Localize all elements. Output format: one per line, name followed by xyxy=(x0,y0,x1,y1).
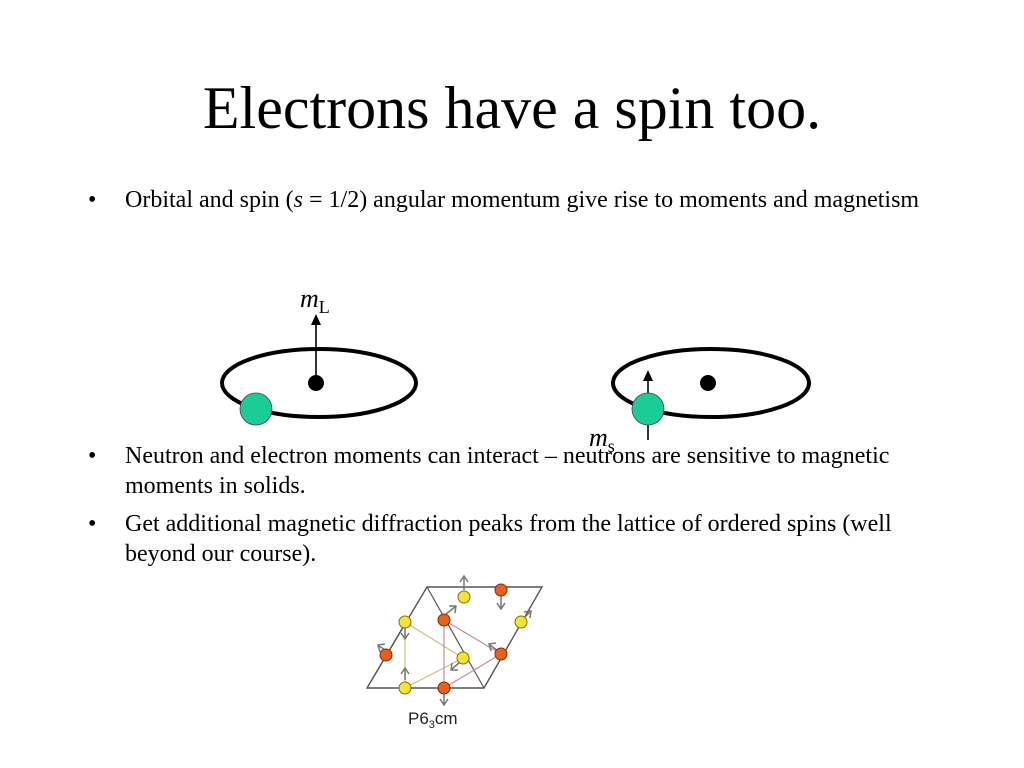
spin-arrow-icon xyxy=(400,628,410,641)
spin-moment-symbol: m xyxy=(589,423,608,452)
spin-arrow-icon xyxy=(445,605,457,615)
bond-line xyxy=(443,653,502,689)
bond-line xyxy=(404,657,464,689)
bullet-marker: • xyxy=(88,511,97,537)
magnetic-lattice-figure: P63cm xyxy=(365,574,544,731)
caption-main: P6 xyxy=(408,709,429,728)
orbital-arrowhead-icon xyxy=(311,314,321,325)
atom-orange xyxy=(379,648,393,662)
bullet-marker: • xyxy=(88,443,97,469)
atom-orange xyxy=(437,681,451,695)
spin-arrow-icon xyxy=(439,694,449,707)
bullet-magnetic-diffraction: • Get additional magnetic diffraction pe… xyxy=(88,509,948,569)
spin-site xyxy=(457,574,471,604)
electron-left xyxy=(239,392,273,426)
orbit-left xyxy=(220,347,418,419)
caption-subscript: 3 xyxy=(429,719,435,731)
spin-arrowhead-icon xyxy=(643,370,653,381)
atom-yellow xyxy=(456,651,470,665)
spin-site xyxy=(398,666,412,695)
orbital-moment-label: mL xyxy=(300,284,330,317)
space-group-caption: P63cm xyxy=(408,709,458,731)
nucleus-left xyxy=(308,375,324,391)
orbital-moment-subscript: L xyxy=(319,297,330,317)
atom-orange xyxy=(437,613,451,627)
spin-site xyxy=(437,681,451,707)
slide-title: Electrons have a spin too. xyxy=(202,75,822,141)
bullet-neutron-interaction: • Neutron and electron moments can inter… xyxy=(88,441,948,501)
spin-arrow-icon xyxy=(450,661,461,671)
bullet-text: Neutron and electron moments can interac… xyxy=(125,443,890,499)
orbit-right xyxy=(611,347,811,419)
spin-site xyxy=(450,651,470,671)
spin-arrow-icon xyxy=(496,596,506,611)
spin-site xyxy=(377,643,393,662)
spin-site xyxy=(398,615,412,641)
atom-orange xyxy=(494,583,508,597)
caption-end: cm xyxy=(435,709,458,728)
atom-yellow xyxy=(514,615,528,629)
bond-line xyxy=(404,621,464,659)
electron-right xyxy=(631,392,665,426)
bullet-marker: • xyxy=(88,187,97,213)
atom-yellow xyxy=(457,590,471,604)
orbital-moment-symbol: m xyxy=(300,284,319,313)
spin-site xyxy=(514,610,532,629)
atom-yellow xyxy=(398,615,412,629)
spin-arrow-icon xyxy=(459,574,469,590)
spin-site xyxy=(488,642,508,661)
bullet-text-after: = 1/2) angular momentum give rise to mom… xyxy=(302,187,920,213)
spin-symbol: s xyxy=(293,187,303,213)
bullet-text: Orbital and spin (s = 1/2) angular momen… xyxy=(125,185,948,215)
spin-site xyxy=(494,583,508,611)
cell-diagonal-1 xyxy=(426,586,485,689)
bullet-text: Get additional magnetic diffraction peak… xyxy=(125,511,892,567)
spin-moment-label: ms xyxy=(589,423,615,456)
spin-site xyxy=(437,605,457,627)
nucleus-right xyxy=(700,375,716,391)
unit-cell-outline xyxy=(365,586,544,689)
spin-moment-subscript: s xyxy=(608,436,615,456)
atom-yellow xyxy=(398,681,412,695)
bullet-text-before: Orbital and spin ( xyxy=(125,187,294,213)
atom-orange xyxy=(494,647,508,661)
spin-arrow-icon xyxy=(400,666,410,680)
bullet-orbital-spin: • Orbital and spin (s = 1/2) angular mom… xyxy=(88,185,948,215)
bond-line xyxy=(443,619,502,655)
